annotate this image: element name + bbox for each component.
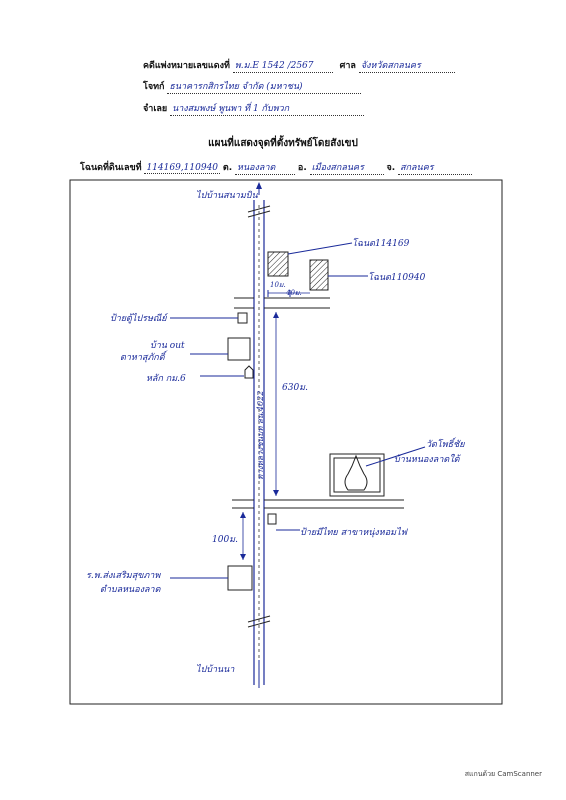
temple-compound — [329, 453, 385, 497]
court-label: ศาล — [339, 61, 356, 71]
case-number-label: คดีแพ่งหมายเลขแดงที่ — [143, 61, 230, 71]
label-bottom-road: ไปบ้านนา — [196, 665, 235, 675]
label-dist-100: 100ม. — [212, 535, 238, 545]
km-marker-icon — [244, 365, 254, 379]
plaintiff-value: ธนาคารกสิกรไทย จำกัด (มหาชน) — [167, 79, 362, 94]
label-highway: ทางหลวงชนบท สน.4022 — [256, 390, 265, 480]
district-label: อ. — [297, 163, 307, 173]
plaintiff-row: โจทก์ ธนาคารกสิกรไทย จำกัด (มหาชน) — [143, 79, 362, 94]
case-number-value: พ.ม.E 1542 /2567 — [232, 58, 333, 73]
label-sign-right: ป้ายมีไทย สาขาหนุ่งหอมไฟ — [300, 528, 407, 538]
label-hospital-2: ตำบลหนองลาด — [100, 585, 161, 595]
label-sign-left: ป้ายตู้ไปรษณีย์ — [110, 314, 167, 324]
deed-value: 114169,110940 — [144, 163, 221, 174]
label-house-2: ตาหาสุภักดิ์ — [120, 353, 165, 363]
sign-post-right — [267, 513, 277, 525]
court-value: จังหวัดสกลนคร — [358, 58, 455, 73]
map-title: แผนที่แสดงจุดที่ตั้งทรัพย์โดยสังเขป — [208, 138, 358, 149]
deed1-leader — [287, 242, 353, 255]
scanner-watermark: สแกนด้วย CamScanner — [464, 770, 542, 778]
label-deed2: โฉนด110940 — [368, 273, 426, 283]
label-dist-630: 630ม. — [282, 383, 308, 393]
subdistrict-label: ต. — [222, 163, 233, 173]
hospital-box — [227, 565, 253, 591]
road-break-top-2 — [247, 210, 271, 218]
defendant-value: นางสมพงษ์ พูนพา ที่ 1 กับพวก — [170, 101, 365, 116]
land-deed-row: โฉนดที่ดินเลขที่ 114169,110940 ต. หนองลา… — [80, 160, 473, 175]
label-dist-10: 10ม. — [270, 281, 286, 289]
road-break-top-1 — [247, 205, 271, 213]
label-deed1: โฉนด114169 — [352, 239, 410, 249]
province-label: จ. — [386, 163, 396, 173]
case-number-row: คดีแพ่งหมายเลขแดงที่ พ.ม.E 1542 /2567 ศา… — [143, 58, 455, 73]
temple-icon — [344, 454, 368, 491]
label-hospital-1: ร.พ.ส่งเสริมสุขภาพ — [86, 571, 161, 581]
road-break-bottom-2 — [247, 620, 271, 628]
province-value: สกลนคร — [398, 160, 473, 175]
house-box — [227, 337, 251, 361]
district-value: เมืองสกลนคร — [309, 160, 384, 175]
defendant-label: จำเลย — [143, 104, 168, 114]
label-top-road: ไปบ้านสนามบิน — [196, 191, 258, 201]
label-dist-40: 40ม. — [286, 289, 302, 297]
sign-post-left — [237, 312, 248, 324]
arrow-up-icon — [256, 182, 262, 189]
label-temple-2: บ้านหนองลาดใต้ — [394, 455, 460, 465]
label-km-marker: หลัก กม.6 — [146, 374, 186, 384]
deed-plot-110940 — [309, 259, 329, 291]
subdistrict-value: หนองลาด — [235, 160, 296, 175]
label-house-1: บ้าน out — [150, 341, 185, 351]
plaintiff-label: โจทก์ — [143, 82, 165, 92]
map-frame — [69, 179, 503, 705]
deed-label: โฉนดที่ดินเลขที่ — [80, 163, 142, 173]
label-temple-1: วัดโพธิ์ชัย — [426, 440, 465, 450]
road-break-bottom-1 — [247, 615, 271, 623]
defendant-row: จำเลย นางสมพงษ์ พูนพา ที่ 1 กับพวก — [143, 101, 365, 116]
deed-plot-114169 — [267, 251, 289, 277]
